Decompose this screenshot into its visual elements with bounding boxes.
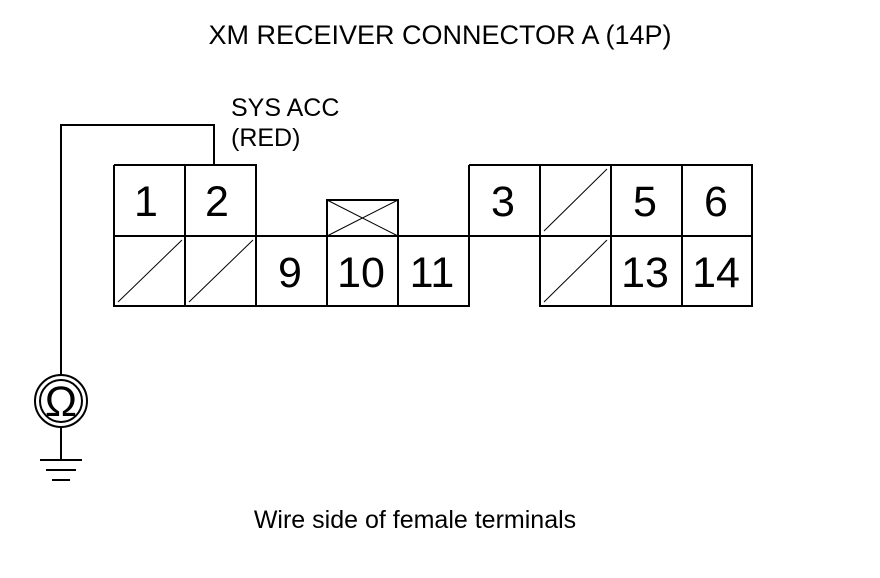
ohmmeter-icon: Ω — [34, 374, 88, 428]
terminal-11: 11 — [410, 249, 455, 297]
wire-label-color: (RED) — [231, 124, 301, 152]
terminal-2: 2 — [205, 178, 229, 226]
terminal-14: 14 — [692, 249, 740, 297]
terminal-10: 10 — [337, 249, 385, 297]
wire-label-circuit: SYS ACC — [231, 94, 340, 122]
terminal-9: 9 — [278, 249, 302, 297]
connector-right-body — [468, 164, 753, 307]
test-lead-wire — [60, 124, 215, 376]
diagram-title: XM RECEIVER CONNECTOR A (14P) — [208, 20, 672, 50]
empty-cavity — [543, 239, 608, 303]
connector-lock-icon — [326, 199, 399, 237]
terminal-5: 5 — [633, 178, 657, 226]
terminal-13: 13 — [621, 249, 669, 297]
terminal-6: 6 — [704, 178, 728, 226]
terminal-3: 3 — [491, 178, 515, 226]
wire-label: SYS ACC (RED) — [231, 93, 339, 153]
empty-cavity — [117, 239, 183, 303]
terminal-1: 1 — [134, 178, 158, 226]
empty-cavity — [543, 168, 608, 232]
ohm-symbol: Ω — [45, 378, 77, 426]
empty-cavity — [188, 239, 254, 303]
ground-icon — [40, 459, 82, 481]
diagram-caption: Wire side of female terminals — [253, 506, 577, 534]
